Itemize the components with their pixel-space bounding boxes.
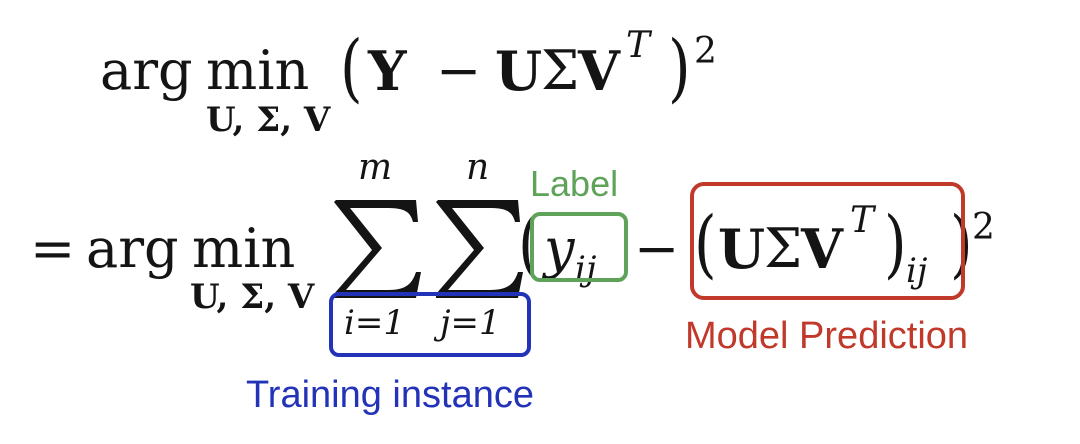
inner-close-paren: ) — [884, 199, 907, 287]
arg-operator: arg — [86, 217, 179, 280]
sum1-lower-limit: i=1 — [344, 303, 405, 343]
close-paren: ) — [668, 23, 691, 111]
model-prediction-annotation: Model Prediction — [685, 315, 969, 357]
label-y: y — [544, 217, 575, 280]
matrix-V: V — [801, 217, 843, 281]
matrix-Sigma: Σ — [541, 39, 580, 102]
square-exponent: 2 — [694, 31, 717, 72]
sum2-lower-limit: j=1 — [440, 303, 501, 343]
square-exponent: 2 — [972, 207, 995, 248]
model-prediction-highlight-box — [690, 182, 965, 300]
open-paren: ( — [518, 199, 541, 287]
min-operator: min — [206, 39, 310, 102]
open-paren: ( — [340, 23, 363, 111]
arg-operator: arg — [100, 39, 193, 102]
matrix-U: U — [495, 39, 543, 103]
training-instance-annotation: Training instance — [246, 374, 534, 416]
matrix-Sigma: Σ — [764, 217, 803, 280]
minus-sign: − — [436, 39, 482, 102]
transpose-superscript: T — [626, 25, 651, 66]
summation-1-icon — [334, 200, 421, 298]
summation-2-icon — [436, 200, 523, 298]
min-subscript: U, Σ, V — [206, 100, 331, 140]
inner-open-paren: ( — [694, 199, 717, 287]
training-instance-highlight-box — [329, 292, 531, 357]
equals-sign: = — [30, 217, 76, 280]
min-operator: min — [192, 217, 296, 280]
label-highlight-box — [530, 212, 628, 282]
matrix-U: U — [718, 217, 766, 281]
label-y-subscript: ij — [575, 249, 597, 289]
minus-sign: − — [634, 217, 680, 280]
label-annotation: Label — [530, 163, 619, 204]
min-subscript: U, Σ, V — [190, 277, 315, 317]
sum1-upper-limit: m — [358, 147, 393, 188]
matrix-Y: Y — [368, 39, 407, 103]
transpose-superscript: T — [850, 200, 875, 241]
prediction-subscript: ij — [906, 251, 928, 291]
sum2-upper-limit: n — [466, 147, 490, 188]
matrix-V: V — [578, 39, 620, 103]
